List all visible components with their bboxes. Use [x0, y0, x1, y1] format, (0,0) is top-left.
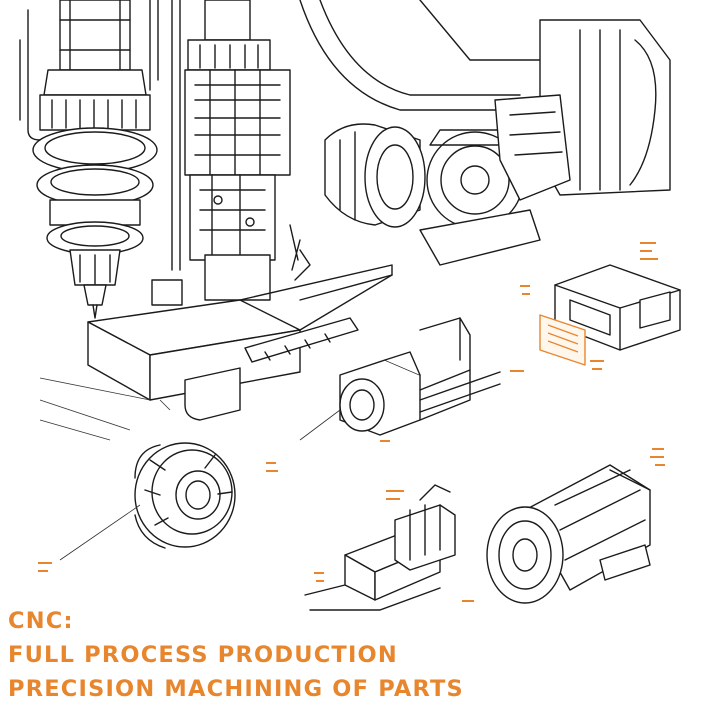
headline-line-cnc: CNC: — [8, 608, 74, 634]
chuck-disk — [134, 442, 236, 549]
servo-motor — [486, 464, 651, 604]
leader-lines — [39, 377, 341, 561]
slide-assembly — [304, 484, 456, 611]
headline-line-full-process: FULL PROCESS PRODUCTION — [8, 642, 398, 668]
headline: CNC: FULL PROCESS PRODUCTION PRECISION M… — [8, 604, 708, 706]
orange-callouts — [38, 242, 665, 602]
headline-line-precision: PRECISION MACHINING OF PARTS — [8, 676, 464, 702]
turret-assembly — [299, 0, 671, 266]
clamp-unit — [339, 317, 501, 436]
spindle-column — [19, 0, 159, 319]
center-tower — [151, 0, 301, 306]
machine-bed — [87, 249, 393, 421]
control-module — [539, 264, 681, 366]
